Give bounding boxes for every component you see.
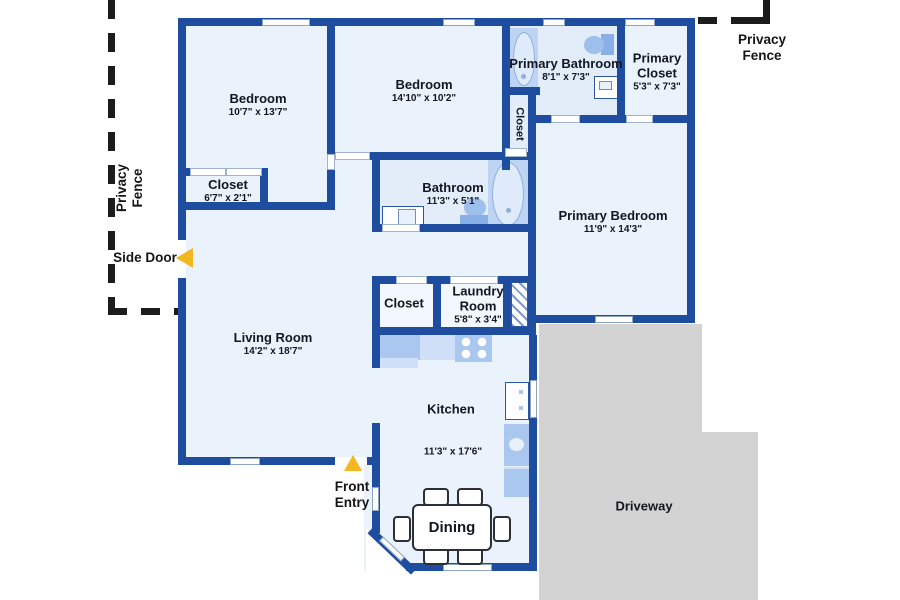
room-label-dining: Dining	[428, 519, 476, 536]
door-laundry	[450, 276, 498, 284]
bathroom-sink-icon	[398, 209, 416, 225]
wall	[503, 276, 511, 335]
primary-toilet-bowl-icon	[584, 36, 604, 54]
room-label-mid-closet: Closet	[384, 295, 424, 311]
window	[230, 458, 260, 465]
door-hall-closet	[505, 148, 527, 157]
wall	[372, 152, 380, 232]
room-label-bathroom: Bathroom 11'3" x 5'1"	[422, 180, 484, 207]
kitchen-counter-top	[420, 333, 457, 360]
wall	[327, 26, 335, 154]
door-bathroom	[382, 224, 420, 232]
bathtub-basin	[492, 162, 524, 226]
room-label-primary-closet: Primary Closet 5'3" x 7'3"	[632, 50, 682, 93]
bathtub-drain	[506, 208, 511, 213]
primary-bathtub-basin	[513, 32, 535, 86]
kitchen-sink-cabinet-knob-1	[519, 390, 523, 394]
front-entry-label: Front Entry	[334, 479, 370, 510]
room-label-laundry: Laundry Room 5'8" x 3'4"	[452, 283, 504, 326]
side-door-label: Side Door	[113, 250, 177, 265]
dishwasher-icon	[504, 467, 529, 497]
room-label-bedroom-1-closet: Closet 6'7" x 2'1"	[204, 177, 252, 204]
wall	[372, 276, 380, 368]
kitchen-counter-left-edge	[380, 358, 418, 368]
wall	[178, 278, 186, 465]
wall	[687, 18, 695, 323]
primary-bathtub-drain	[521, 74, 526, 79]
room-label-primary-bathroom: Primary Bathroom 8'1" x 7'3"	[509, 56, 623, 83]
chair	[393, 516, 411, 542]
hall-closet-floor	[510, 95, 528, 158]
room-dims-kitchen: 11'3" x 17'6"	[423, 446, 483, 458]
mid-closet-floor	[380, 284, 433, 327]
wall	[178, 202, 335, 210]
front-entry-arrow-icon	[344, 455, 362, 471]
wall	[529, 335, 537, 571]
window	[595, 316, 633, 323]
privacy-fence-corner-h	[748, 17, 770, 24]
privacy-fence-line-left-return	[108, 308, 178, 315]
window	[443, 19, 475, 26]
stove-icon	[455, 333, 492, 362]
door-bedroom-1	[327, 154, 335, 170]
kitchen-counter-left	[380, 333, 420, 360]
wall	[370, 152, 536, 160]
wall	[617, 26, 625, 123]
door-primary-closet	[626, 115, 653, 123]
wall	[502, 87, 540, 95]
floor-primary-bedroom	[528, 115, 695, 323]
utility-hatch	[511, 282, 528, 327]
door-primary-bedroom	[551, 115, 580, 123]
refrigerator-handle	[509, 438, 524, 451]
wall	[372, 423, 380, 465]
window	[372, 487, 379, 511]
room-label-primary-bedroom: Primary Bedroom 11'9" x 14'3"	[558, 208, 668, 235]
door-bedroom-2	[335, 152, 370, 160]
window	[543, 19, 565, 26]
window	[625, 19, 655, 26]
privacy-fence-corner-v	[763, 0, 770, 24]
driveway-main	[539, 324, 702, 600]
room-label-kitchen: Kitchen	[427, 401, 475, 417]
kitchen-sink-cabinet	[505, 382, 529, 420]
primary-toilet-tank	[601, 34, 614, 55]
toilet-bowl-icon	[464, 198, 486, 217]
closet-sliding-door-2	[226, 168, 262, 176]
room-label-bedroom-1: Bedroom 10'7" x 13'7"	[228, 91, 288, 118]
kitchen-sink-cabinet-knob-2	[519, 406, 523, 410]
window	[530, 380, 537, 418]
wall	[502, 26, 510, 170]
wall	[433, 284, 441, 327]
chair	[493, 516, 511, 542]
closet-sliding-door-1	[190, 168, 226, 176]
wall	[327, 170, 335, 210]
privacy-fence-line-left	[108, 0, 115, 314]
privacy-fence-line-top-right	[698, 17, 748, 24]
room-label-hall-closet: Closet	[513, 107, 526, 141]
room-label-bedroom-2: Bedroom 14'10" x 10'2"	[391, 77, 457, 104]
privacy-fence-label-left: Privacy Fence	[114, 163, 145, 213]
door-mid-closet	[396, 276, 427, 284]
wall	[528, 95, 536, 335]
wall	[178, 18, 186, 240]
primary-sink-icon	[599, 81, 612, 90]
side-door-arrow-icon	[176, 248, 193, 268]
wall	[528, 115, 695, 123]
privacy-fence-label-top-right: Privacy Fence	[737, 32, 787, 63]
wall	[372, 327, 536, 335]
driveway-extension	[702, 432, 758, 600]
wall	[260, 168, 268, 210]
wall	[372, 224, 536, 232]
dining-table: Dining	[412, 504, 492, 551]
wall	[178, 18, 695, 26]
window	[443, 564, 492, 571]
window	[262, 19, 310, 26]
laundry-floor	[441, 284, 503, 327]
driveway-label: Driveway	[615, 498, 673, 514]
room-label-living-room: Living Room 14'2" x 18'7"	[233, 330, 313, 357]
